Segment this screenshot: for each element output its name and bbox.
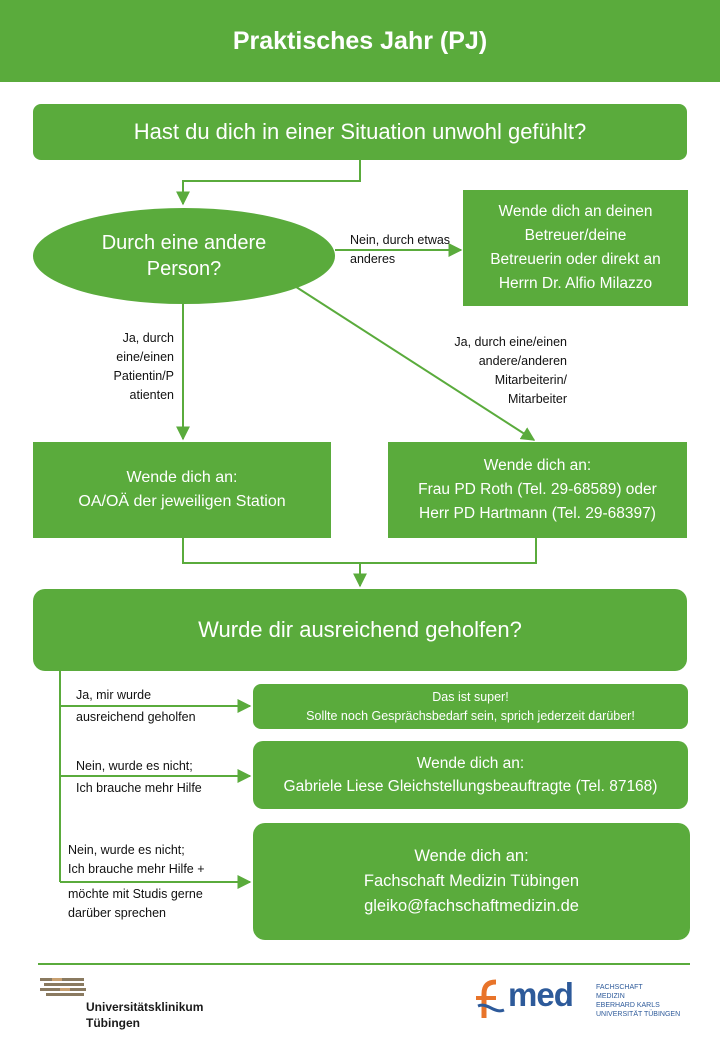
fmed-logo-icon: [476, 979, 505, 1018]
box-fachschaft-medizin: Wende dich an: Fachschaft Medizin Tübing…: [253, 823, 690, 940]
label-ja-patient: Ja, durch eine/einen Patientin/P atiente…: [113, 331, 174, 402]
page-title: Praktisches Jahr (PJ): [232, 26, 488, 55]
footer-divider: [38, 963, 690, 965]
decision-andere-person: Durch eine andere Person?: [33, 208, 335, 304]
box-betreuer: Wende dich an deinen Betreuer/deine Betr…: [463, 190, 688, 306]
label-ja-geholfen: Ja, mir wurde ausreichend geholfen: [76, 688, 196, 724]
label-nein-mehr-hilfe: Nein, wurde es nicht; Ich brauche mehr H…: [76, 759, 202, 795]
box-roth-hartmann: Wende dich an: Frau PD Roth (Tel. 29-685…: [388, 442, 687, 538]
ukt-logo-text: Universitätsklinikum Tübingen: [86, 1000, 204, 1030]
fmed-logo-wordmark: med: [508, 976, 574, 1013]
fmed-logo-subtitle: FACHSCHAFT MEDIZIN EBERHARD KARLS UNIVER…: [596, 984, 681, 1018]
connector-roth-to-merge: [360, 538, 537, 564]
label-nein-durch-etwas-anderes: Nein, durch etwas anderes: [350, 233, 451, 266]
box-das-ist-super: Das ist super! Sollte noch Gesprächsbeda…: [253, 684, 688, 729]
connector-q1-to-decision: [176, 160, 361, 206]
question-unwohl-text: Hast du dich in einer Situation unwohl g…: [133, 119, 587, 144]
connector-oa-to-merge: [182, 538, 360, 564]
question-geholfen-text: Wurde dir ausreichend geholfen?: [198, 617, 522, 642]
question-geholfen: Wurde dir ausreichend geholfen?: [33, 589, 687, 671]
label-nein-mehr-hilfe-studis: Nein, wurde es nicht; Ich brauche mehr H…: [68, 843, 205, 920]
fmed-logo: [474, 974, 694, 1030]
ukt-logo-icon: [40, 978, 86, 996]
decision-line-2: Person?: [146, 258, 222, 280]
ukt-logo: [40, 976, 210, 1032]
label-ja-mitarbeiter: Ja, durch eine/einen andere/anderen Mita…: [454, 335, 567, 406]
connector-decision-to-roth: [289, 282, 536, 441]
page-header: Praktisches Jahr (PJ): [0, 0, 720, 82]
decision-line-1: Durch eine andere: [101, 232, 267, 254]
box-oa: Wende dich an: OA/OÄ der jeweiligen Stat…: [33, 442, 331, 538]
question-unwohl: Hast du dich in einer Situation unwohl g…: [33, 104, 687, 160]
box-gleichstellung: Wende dich an: Gabriele Liese Gleichstel…: [253, 741, 688, 809]
